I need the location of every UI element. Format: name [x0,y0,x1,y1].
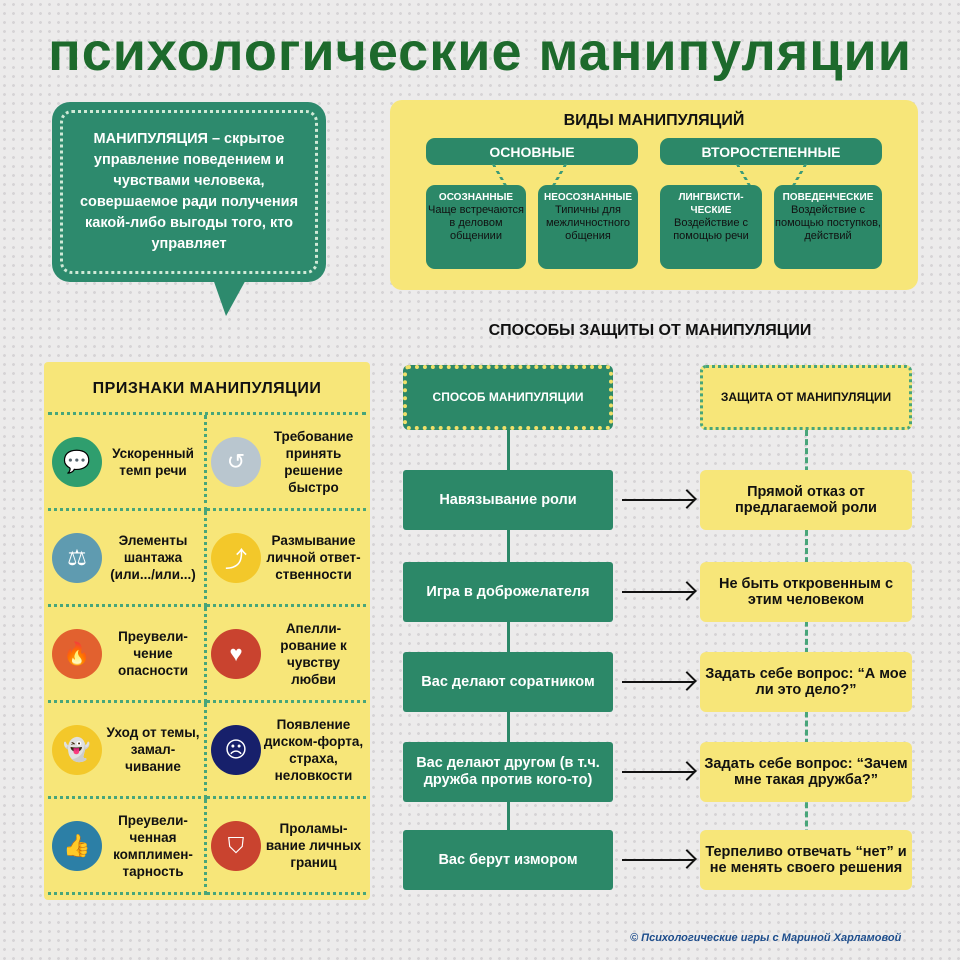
type-name: ПОВЕДЕНЧЕСКИЕ [782,192,874,203]
types-panel: ВИДЫ МАНИПУЛЯЦИЙ ОСНОВНЫЕ ВТОРОСТЕПЕННЫЕ… [390,100,918,290]
defense-box: Не быть откровенным с этим человеком [700,562,912,622]
sign-label: Элементы шантажа (или.../или...) [110,533,196,582]
group-secondary: ВТОРОСТЕПЕННЫЕ [660,138,882,165]
sign-item: ♥ Апелли-рование к чувству любви [207,607,366,703]
types-title: ВИДЫ МАНИПУЛЯЦИЙ [563,112,745,129]
sign-label: Ускоренный темп речи [112,445,194,478]
thumbs-up-icon: 👍 [52,820,102,871]
sign-item: 👻Уход от темы, замал-чивание [48,703,207,799]
sign-item: ⤴Размывание личной ответ-ственности [207,511,366,607]
bubble-tail [212,276,248,316]
fire-icon: 🔥 [52,628,102,679]
sign-item: ☹Появление диском-форта, страха, неловко… [207,703,366,799]
sign-label: Уход от темы, замал-чивание [106,725,200,774]
method-box: Навязывание роли [403,470,613,530]
sign-item: ⚖Элементы шантажа (или.../или...) [48,511,207,607]
defense-box: Прямой отказ от предлагаемой роли [700,470,912,530]
connector [551,164,568,186]
ghost-icon: 👻 [52,724,102,775]
method-box: Вас делают соратником [403,652,613,712]
method-box: Вас берут измором [403,830,613,890]
definition-text: МАНИПУЛЯЦИЯ – скрытое управление поведен… [60,110,318,274]
type-name: НЕОСОЗНАННЫЕ [543,192,633,203]
defense-title: СПОСОБЫ ЗАЩИТЫ ОТ МАНИПУЛЯЦИИ [488,322,812,339]
arrow-icon [622,681,694,683]
signs-title: ПРИЗНАКИ МАНИПУЛЯЦИИ [92,380,322,397]
method-box: Игра в доброжелателя [403,562,613,622]
method-box: Вас делают другом (в т.ч. дружба против … [403,742,613,802]
defense-box: Задать себе вопрос: “Зачем мне такая дру… [700,742,912,802]
method-header: СПОСОБ МАНИПУЛЯЦИИ [403,365,613,430]
type-name: ЛИНГВИСТИ-ЧЕСКИЕ [678,192,744,216]
sign-item: ⛉Проламы-вание личных границ [207,799,366,895]
arrow-icon [622,771,694,773]
type-desc: Чаще встречаются в деловом общениии [428,204,524,242]
arrow-icon [622,591,694,593]
sign-label: Проламы-вание личных границ [265,821,362,870]
winding-arrow-icon: ⤴ [211,532,261,583]
shield-icon: ⛉ [211,820,261,871]
sign-item: 🔥 Преувели-чение опасности [48,607,207,703]
sign-label: Требование принять решение быстро [273,428,354,495]
sign-label: Преувели-ченная комплимен-тарность [113,812,193,879]
sign-item: 👍Преувели-ченная комплимен-тарность [48,799,207,895]
connector [491,164,508,186]
page-title: психологические манипуляции [48,22,912,82]
sign-label: Размывание личной ответ-ственности [266,533,361,582]
defense-box: Задать себе вопрос: “А мое ли это дело?” [700,652,912,712]
type-desc: Типичны для межличностного общения [545,204,631,242]
sign-label: Апелли-рование к чувству любви [280,620,347,687]
signs-grid: 💬 Ускоренный темп речи ↺Требование принять… [48,412,366,895]
heart-icon: ♥ [211,628,261,679]
sign-item: 💬 Ускоренный темп речи [48,415,207,511]
sign-label: Преувели-чение опасности [117,629,189,678]
arrow-icon [622,499,694,501]
clock-icon: ↺ [211,436,261,487]
sign-label: Появление диском-форта, страха, неловкос… [263,716,364,783]
copyright: © Психологические игры с Мариной Харламо… [630,932,902,944]
signs-panel: ПРИЗНАКИ МАНИПУЛЯЦИИ 💬 Ускоренный темп ре… [44,362,370,900]
type-desc: Воздействие с помощью речи [673,217,749,242]
scales-icon: ⚖ [52,532,102,583]
sign-item: ↺Требование принять решение быстро [207,415,366,511]
type-name: ОСОЗНАННЫЕ [438,192,514,203]
worried-face-icon: ☹ [211,724,261,775]
defense-header: ЗАЩИТА ОТ МАНИПУЛЯЦИИ [700,365,912,430]
defense-box: Терпеливо отвечать “нет” и не менять сво… [700,830,912,890]
speech-bubble-icon: 💬 [52,436,102,487]
group-main: ОСНОВНЫЕ [426,138,638,165]
type-desc: Воздействие с помощью поступков, действи… [775,204,881,242]
arrow-icon [622,859,694,861]
connector [735,164,752,186]
connector [791,164,808,186]
definition-bubble: МАНИПУЛЯЦИЯ – скрытое управление поведен… [52,102,326,282]
